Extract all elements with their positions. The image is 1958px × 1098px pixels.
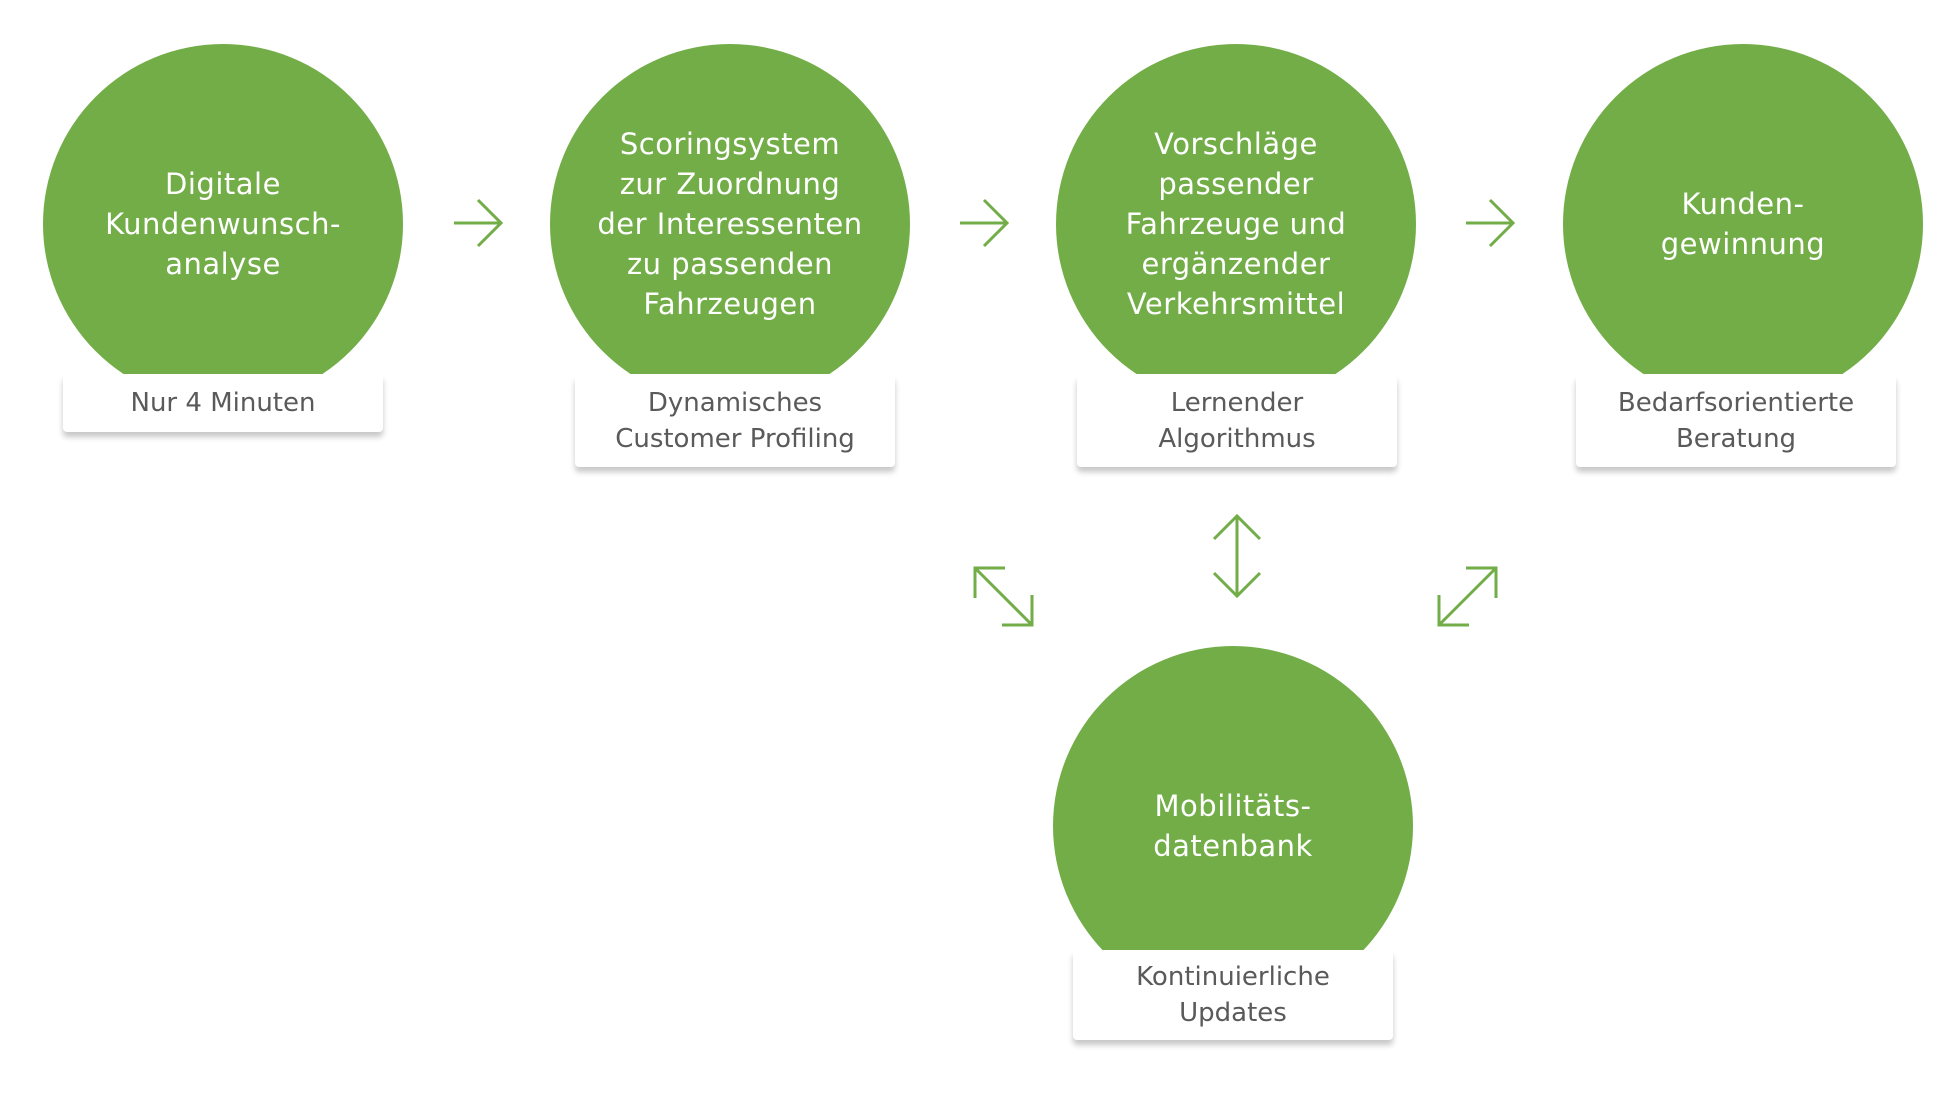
- step-title: Scoringsystem zur Zuordnung der Interess…: [597, 127, 863, 321]
- step-label: Lernender Algorithmus: [1077, 375, 1397, 467]
- mobility-database: Mobilitäts- datenbank Kontinuierliche Up…: [1053, 646, 1413, 1040]
- database-label: Kontinuierliche Updates: [1073, 950, 1393, 1040]
- arrow-right-icon: [454, 198, 504, 248]
- step-digitale-kundenwunschanalyse: Digitale Kundenwunsch- analyse Nur 4 Min…: [43, 44, 403, 432]
- step-label: Bedarfsorientierte Beratung: [1576, 375, 1896, 467]
- step-circle: Digitale Kundenwunsch- analyse: [43, 44, 403, 374]
- step-title: Vorschläge passender Fahrzeuge und ergän…: [1125, 127, 1347, 321]
- arrow-bidirectional-diagonal-icon: [1437, 566, 1498, 627]
- step-label: Dynamisches Customer Profiling: [575, 375, 895, 467]
- step-circle: Vorschläge passender Fahrzeuge und ergän…: [1056, 44, 1416, 374]
- step-circle: Scoringsystem zur Zuordnung der Interess…: [550, 44, 910, 374]
- arrow-right-icon: [960, 198, 1010, 248]
- step-title: Digitale Kundenwunsch- analyse: [105, 167, 341, 281]
- step-label: Nur 4 Minuten: [63, 374, 383, 432]
- arrow-bidirectional-diagonal-icon: [973, 566, 1034, 627]
- step-scoringsystem: Scoringsystem zur Zuordnung der Interess…: [550, 44, 910, 467]
- arrow-bidirectional-vertical-icon: [1212, 513, 1262, 599]
- step-vorschlaege: Vorschläge passender Fahrzeuge und ergän…: [1056, 44, 1416, 467]
- database-title: Mobilitäts- datenbank: [1153, 789, 1313, 863]
- arrow-right-icon: [1466, 198, 1516, 248]
- step-kundengewinnung: Kunden- gewinnung Bedarfsorientierte Ber…: [1563, 44, 1923, 467]
- database-circle: Mobilitäts- datenbank: [1053, 646, 1413, 950]
- step-circle: Kunden- gewinnung: [1563, 44, 1923, 374]
- step-title: Kunden- gewinnung: [1660, 187, 1826, 261]
